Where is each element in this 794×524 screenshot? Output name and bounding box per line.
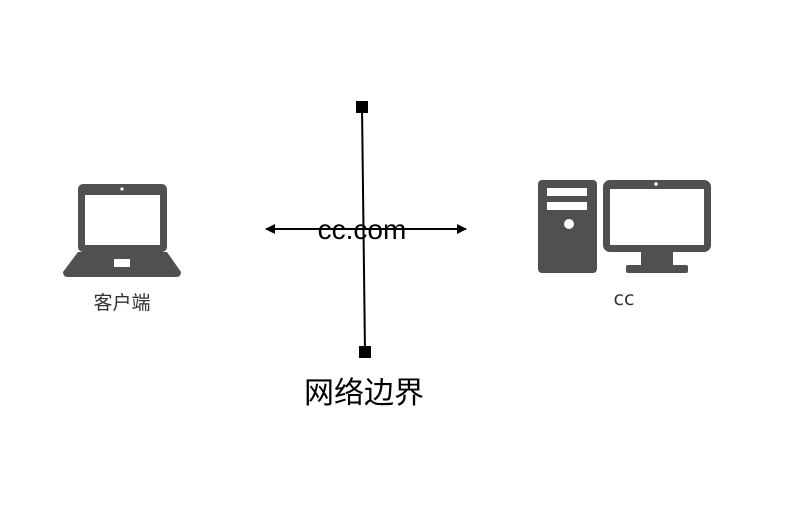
laptop-icon[interactable] xyxy=(63,184,181,277)
boundary-endpoint-bottom[interactable] xyxy=(359,346,371,358)
desktop-computer-icon[interactable] xyxy=(538,180,711,273)
server-label: cc xyxy=(614,288,635,310)
boundary-endpoint-top[interactable] xyxy=(356,101,368,113)
client-label: 客户端 xyxy=(93,292,150,314)
boundary-label: 网络边界 xyxy=(304,376,424,411)
connection-label: cc.com xyxy=(318,214,407,245)
